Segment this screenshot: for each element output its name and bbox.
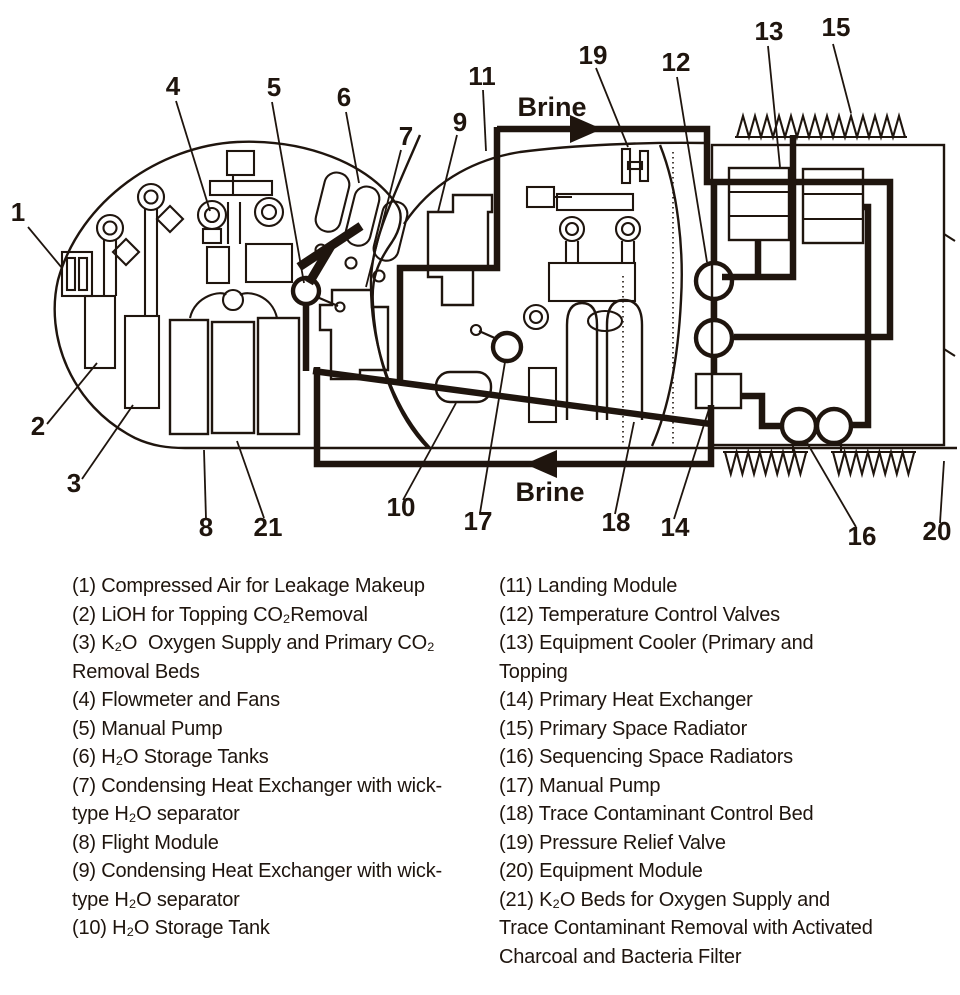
brine-flow-arrow-left (525, 450, 557, 478)
callout-18: 18 (602, 507, 631, 537)
legend-item-12: (12) Temperature Control Valves (499, 603, 780, 626)
legend-item-11: (11) Landing Module (499, 575, 678, 597)
h2o-storage-tanks-6 (296, 171, 409, 286)
wick-separator (522, 303, 558, 424)
k2o-beds (168, 288, 301, 436)
legend-item-16: (16) Sequencing Space Radiators (499, 746, 793, 768)
compressed-air-unit (60, 250, 117, 370)
legend-item-13: (13) Equipment Cooler (Primary and Toppi… (499, 632, 819, 683)
legend-item-8: (8) Flight Module (72, 831, 219, 854)
callout-7: 7 (399, 121, 413, 151)
legend-item-20: (20) Equipment Module (499, 860, 703, 882)
callout-16: 16 (848, 521, 877, 551)
callout-10: 10 (387, 492, 416, 522)
legend-item-7: (7) Condensing Heat Exchanger with wick-… (72, 774, 442, 826)
brine-label-top: Brine (517, 92, 586, 122)
callout-11: 11 (468, 61, 496, 91)
primary-space-radiator-15 (735, 112, 907, 141)
trace-contaminant-beds (565, 298, 644, 420)
landing-module-outline (369, 134, 706, 449)
callout-5: 5 (267, 72, 281, 102)
callout-12: 12 (662, 47, 691, 77)
legend-item-19: (19) Pressure Relief Valve (499, 831, 726, 854)
manual-pump-5 (290, 275, 346, 313)
brine-flow-arrow-right (570, 115, 602, 143)
legend-item-10: (10) H₂O Storage Tank (72, 917, 270, 939)
legend-item-5: (5) Manual Pump (72, 717, 223, 740)
manual-pump-17 (469, 323, 524, 364)
callout-9: 9 (453, 107, 467, 137)
legend-item-3: (3) K₂O Oxygen Supply and Primary CO₂ Re… (72, 632, 440, 683)
callout-15: 15 (822, 12, 851, 42)
flowmeter-and-fans (196, 149, 294, 285)
sequencing-valve-circles (779, 406, 854, 452)
landing-fan-assembly (525, 185, 642, 303)
legend-item-14: (14) Primary Heat Exchanger (499, 689, 753, 711)
system-diagram: 1 2 3 4 5 6 7 8 9 10 11 12 13 14 15 16 1… (11, 12, 957, 551)
legend-item-9: (9) Condensing Heat Exchanger with wick-… (72, 860, 442, 911)
callout-1: 1 (11, 197, 25, 227)
legend-item-18: (18) Trace Contaminant Control Bed (499, 803, 814, 825)
callout-17: 17 (464, 506, 493, 536)
legend-item-21: (21) K₂O Beds for Oxygen Supply and Trac… (499, 888, 879, 968)
legend-item-4: (4) Flowmeter and Fans (72, 689, 280, 711)
callout-4: 4 (166, 71, 181, 101)
legend-column-right: (11) Landing Module (12) Temperature Con… (499, 572, 877, 971)
brine-loop-pipes (302, 115, 894, 478)
callout-14: 14 (661, 512, 690, 542)
callout-19: 19 (579, 40, 608, 70)
fans-and-sensors (95, 182, 185, 316)
callout-6: 6 (337, 82, 351, 112)
callout-21: 21 (254, 512, 283, 542)
brine-label-bottom: Brine (515, 477, 584, 507)
callout-3: 3 (67, 468, 81, 498)
legend-item-2: (2) LiOH for Topping CO₂Removal (72, 603, 368, 626)
lioh-bed (123, 314, 161, 410)
legend-item-6: (6) H₂O Storage Tanks (72, 746, 269, 768)
legend-item-15: (15) Primary Space Radiator (499, 717, 748, 740)
pressure-relief-valve-19 (620, 147, 650, 185)
callout-numbers: 1 2 3 4 5 6 7 8 9 10 11 12 13 14 15 16 1… (11, 12, 952, 551)
legend-item-17: (17) Manual Pump (499, 774, 661, 797)
callout-8: 8 (199, 512, 213, 542)
callout-leaders (27, 43, 945, 528)
callout-20: 20 (923, 516, 952, 546)
legend-item-1: (1) Compressed Air for Leakage Makeup (72, 575, 425, 597)
callout-13: 13 (755, 16, 784, 46)
equipment-module-outline (710, 143, 956, 447)
sequencing-space-radiators-16 (723, 447, 916, 479)
callout-2: 2 (31, 411, 45, 441)
legend-column-left: (1) Compressed Air for Leakage Makeup (2… (72, 572, 470, 943)
primary-heat-exchanger-14 (694, 372, 743, 410)
